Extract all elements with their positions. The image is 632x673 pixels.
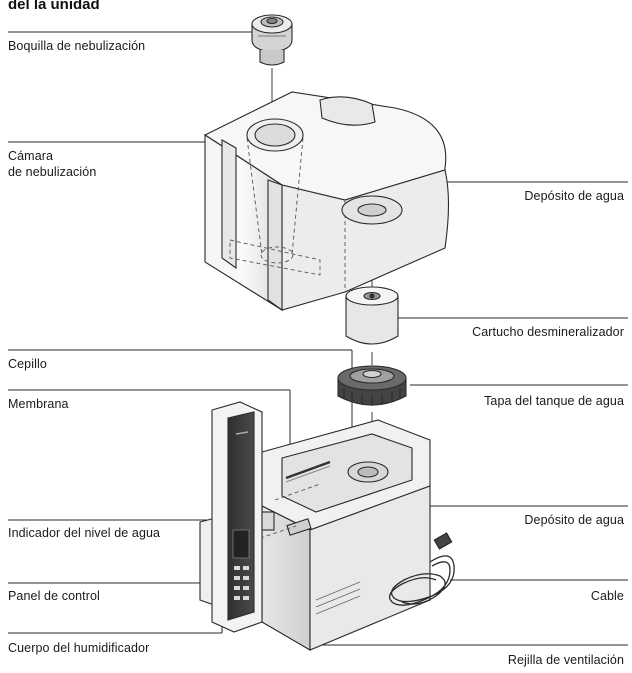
label-nebulization-chamber-line1: Cámara (8, 149, 54, 163)
label-cable: Cable (590, 589, 624, 603)
water-tank (203, 91, 450, 312)
label-humidifier-body: Cuerpo del humidificador (8, 641, 150, 655)
label-ventilation-grille: Rejilla de ventilación (507, 653, 624, 667)
label-water-level-indicator: Indicador del nivel de agua (8, 526, 161, 540)
label-control-panel: Panel de control (8, 589, 100, 603)
label-water-tank-bottom: Depósito de agua (524, 513, 624, 527)
control-panel (211, 401, 275, 633)
demineralization-cartridge (345, 286, 399, 345)
power-cable (388, 532, 455, 606)
label-water-tank-top: Depósito de agua (524, 189, 624, 203)
water-tank-cap (337, 365, 407, 406)
label-nebulizer-nozzle: Boquilla de nebulización (8, 39, 146, 53)
leader-lines (8, 31, 628, 646)
label-water-tank-cap: Tapa del tanque de agua (484, 394, 624, 408)
nebulizer-nozzle (251, 14, 293, 66)
label-nebulization-chamber-line2: de nebulización (8, 165, 97, 179)
label-demineralization-cartridge: Cartucho desmineralizador (472, 325, 624, 339)
label-brush: Cepillo (8, 357, 47, 371)
section-heading: del la unidad (8, 0, 100, 13)
label-membrane: Membrana (8, 397, 69, 411)
